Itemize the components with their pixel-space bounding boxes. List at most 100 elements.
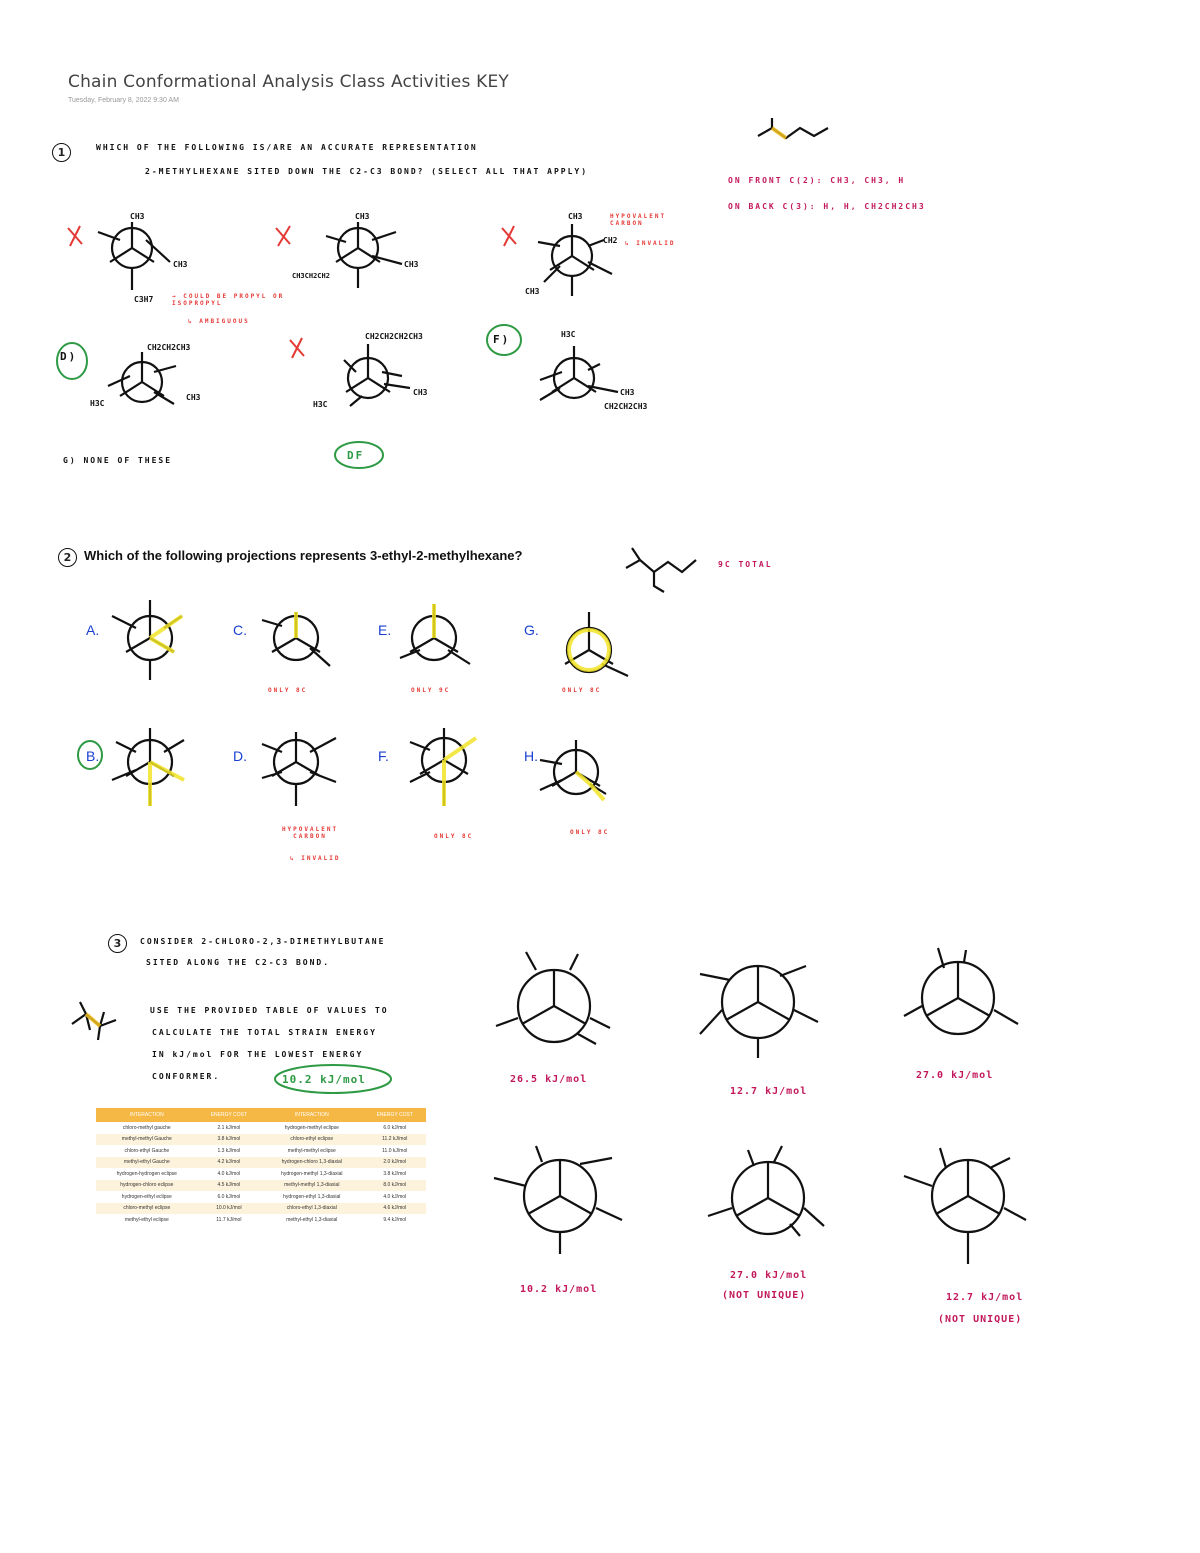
q3-energy-1: 26.5 kJ/mol bbox=[510, 1074, 588, 1085]
q3-energy-4: 10.2 kJ/mol bbox=[520, 1284, 598, 1295]
q1c-left: CH3 bbox=[525, 287, 540, 296]
q1e-top: CH2CH2CH2CH3 bbox=[365, 332, 423, 341]
q1-option-d: D) bbox=[60, 350, 78, 363]
q3-energy-3: 27.0 kJ/mol bbox=[916, 1070, 994, 1081]
table-cell: 3.8 kJ/mol bbox=[383, 1170, 407, 1177]
q1-option-g: G) NONE OF THESE bbox=[63, 456, 173, 465]
q1e-right: CH3 bbox=[413, 388, 428, 397]
q1f-right: CH3 bbox=[620, 388, 635, 397]
q1a-right: CH3 bbox=[173, 260, 188, 269]
q1-side-back: ON BACK C(3): H, H, CH2CH2CH3 bbox=[728, 202, 926, 211]
q2-number: 2 bbox=[58, 548, 77, 567]
table-header: ENERGY COST bbox=[197, 1108, 261, 1122]
q2-note-d: HYPOVALENT CARBON bbox=[281, 826, 339, 840]
q1c-note: HYPOVALENT CARBON bbox=[610, 213, 667, 227]
table-cell: hydrogen-chloro eclipse bbox=[96, 1179, 198, 1191]
table-cell: 2.1 kJ/mol bbox=[217, 1124, 241, 1131]
table-cell: 4.6 kJ/mol bbox=[363, 1202, 426, 1214]
q3-answer: 10.2 kJ/mol bbox=[282, 1073, 366, 1086]
table-cell: methyl-methyl 1,3-diaxial bbox=[260, 1179, 364, 1191]
table-cell: 2.0 kJ/mol bbox=[363, 1156, 426, 1168]
q1d-right: CH3 bbox=[186, 393, 201, 402]
q3-line6: CONFORMER. bbox=[152, 1072, 221, 1081]
table-cell: 9.4 kJ/mol bbox=[383, 1216, 407, 1223]
table-row: hydrogen-hydrogen eclipse 4.0 kJ/mol hydro… bbox=[96, 1168, 426, 1180]
q1b-right: CH3 bbox=[404, 260, 419, 269]
table-cell: methyl-ethyl eclipse bbox=[124, 1216, 169, 1223]
table-cell: chloro-ethyl 1,3-diaxial bbox=[260, 1202, 364, 1214]
page-title: Chain Conformational Analysis Class Acti… bbox=[68, 72, 509, 92]
table-cell: chloro-methyl gauche bbox=[122, 1124, 171, 1131]
table-cell: chloro-methyl eclipse bbox=[96, 1202, 198, 1214]
q1c-note2: ↳ INVALID bbox=[625, 240, 676, 247]
q3-line1: CONSIDER 2-CHLORO-2,3-DIMETHYLBUTANE bbox=[140, 937, 386, 946]
q1a-bottom: C3H7 bbox=[134, 295, 154, 304]
q2-total: 9C TOTAL bbox=[718, 560, 773, 569]
q1a-note2: ↳ AMBIGUOUS bbox=[188, 318, 250, 325]
q3-line3: USE THE PROVIDED TABLE OF VALUES TO bbox=[150, 1006, 389, 1015]
q3-energy-2: 12.7 kJ/mol bbox=[730, 1086, 808, 1097]
q3-line2: SITED ALONG THE C2-C3 BOND. bbox=[146, 958, 331, 967]
q1b-left: CH3CH2CH2 bbox=[292, 272, 330, 280]
q2-letter-f: F. bbox=[378, 748, 389, 764]
q1a-top: CH3 bbox=[130, 212, 145, 221]
q3-line4: CALCULATE THE TOTAL STRAIN ENERGY bbox=[152, 1028, 377, 1037]
q2-letter-h: H. bbox=[524, 748, 538, 764]
table-cell: hydrogen-methyl 1,3-diaxial bbox=[281, 1170, 343, 1177]
table-cell: 6.0 kJ/mol bbox=[383, 1124, 407, 1131]
q2-letter-b: B. bbox=[86, 748, 100, 764]
table-cell: hydrogen-chloro 1,3-diaxial bbox=[260, 1156, 364, 1168]
q3-energy-6: 12.7 kJ/mol bbox=[946, 1292, 1024, 1303]
q2-note-f: ONLY 8C bbox=[434, 833, 474, 840]
q1f-top: H3C bbox=[561, 330, 576, 339]
table-cell: 4.0 kJ/mol bbox=[217, 1170, 241, 1177]
q2-letter-e: E. bbox=[378, 622, 392, 638]
q2-question: Which of the following projections repre… bbox=[84, 548, 523, 563]
table-cell: hydrogen-ethyl 1,3-diaxial bbox=[283, 1193, 341, 1200]
table-cell: 4.2 kJ/mol bbox=[197, 1156, 261, 1168]
table-cell: hydrogen-hydrogen eclipse bbox=[116, 1170, 177, 1177]
q1-answer: DF bbox=[347, 449, 365, 462]
q1f-right2: CH2CH2CH3 bbox=[604, 402, 648, 411]
q1a-note: → COULD BE PROPYL OR ISOPROPYL bbox=[172, 293, 285, 307]
table-cell: 6.0 kJ/mol bbox=[217, 1193, 241, 1200]
q2-note-g: ONLY 8C bbox=[562, 687, 602, 694]
q1c-top: CH3 bbox=[568, 212, 583, 221]
table-cell: 4.5 kJ/mol bbox=[197, 1179, 261, 1191]
table-cell: 11.7 kJ/mol bbox=[216, 1216, 242, 1223]
q1-option-f: F) bbox=[493, 333, 511, 346]
q1b-top: CH3 bbox=[355, 212, 370, 221]
q2-letter-g: G. bbox=[524, 622, 539, 638]
table-cell: 8.0 kJ/mol bbox=[363, 1179, 426, 1191]
table-cell: methyl-methyl Gauche bbox=[96, 1133, 198, 1145]
table-row: chloro-methyl gauche 2.1 kJ/mol hydrogen-m… bbox=[96, 1122, 426, 1134]
q3-line5: IN kJ/mol FOR THE LOWEST ENERGY bbox=[152, 1050, 364, 1059]
table-header: ENERGY COST bbox=[363, 1108, 426, 1122]
q1-line2: 2-METHYLHEXANE SITED DOWN THE C2-C3 BOND… bbox=[145, 167, 589, 176]
table-cell: chloro-ethyl eclipse bbox=[260, 1133, 364, 1145]
q1-line1: WHICH OF THE FOLLOWING IS/ARE AN ACCURAT… bbox=[96, 143, 478, 152]
q2-letter-c: C. bbox=[233, 622, 247, 638]
q1-number: 1 bbox=[52, 143, 71, 162]
table-cell: 1.3 kJ/mol bbox=[217, 1147, 241, 1154]
table-cell: 11.0 kJ/mol bbox=[382, 1147, 408, 1154]
table-cell: hydrogen-methyl eclipse bbox=[284, 1124, 339, 1131]
q1d-left: H3C bbox=[90, 399, 105, 408]
q1e-left: H3C bbox=[313, 400, 328, 409]
table-cell: methyl-ethyl Gauche bbox=[96, 1156, 198, 1168]
q2-letter-a: A. bbox=[86, 622, 100, 638]
page-date: Tuesday, February 8, 2022 9:30 AM bbox=[68, 97, 179, 104]
q2-letter-d: D. bbox=[233, 748, 247, 764]
q2-note-h: ONLY 8C bbox=[570, 829, 610, 836]
q2-note-e: ONLY 9C bbox=[411, 687, 451, 694]
q3-number: 3 bbox=[108, 934, 127, 953]
q3-energy-6-note: (NOT UNIQUE) bbox=[938, 1314, 1023, 1325]
